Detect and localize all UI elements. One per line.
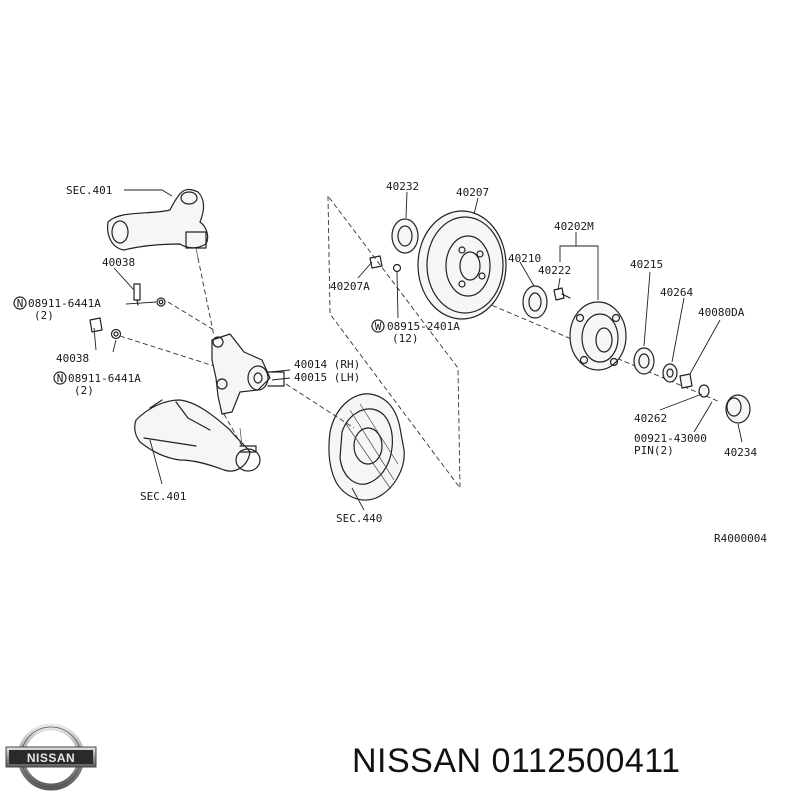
circle-w-text: W [375,320,382,333]
label-40015: 40015 (LH) [294,371,360,384]
upper-control-arm [107,188,209,259]
dust-shield [328,393,405,501]
leader-lines [93,189,743,511]
circled-n-bottom: N [53,371,67,385]
label-40264: 40264 [660,286,693,299]
axis-line-lower [119,335,215,367]
brake-rotor-40207 [417,210,507,320]
label-bolt-b: 08911-6441A [68,372,141,385]
label-40080da: 40080DA [698,306,745,319]
label-ref: R4000004 [714,532,767,545]
nissan-logo: NISSAN [5,723,97,791]
label-40038-b: 40038 [56,352,89,365]
circled-w: W [371,319,385,333]
label-qty-w: (12) [392,332,419,345]
label-40262: 40262 [634,412,667,425]
bearing-40215 [633,347,655,375]
axis-line-vertical [197,257,215,337]
label-sec440: SEC.440 [336,512,382,525]
axis-line-right [469,295,721,403]
stud-40222 [553,287,571,301]
label-pin-qty: PIN(2) [634,444,674,457]
label-40207: 40207 [456,186,489,199]
steering-knuckle [211,333,285,415]
grease-seal-40232 [391,218,419,254]
label-bolt-a: 08911-6441A [28,297,101,310]
label-sec401-top: SEC.401 [66,184,112,197]
axis-line-center [285,383,355,429]
bearing-40210 [522,285,548,319]
label-pin-no: 00921-43000 [634,432,707,445]
label-washer: 08915-2401A [387,320,460,333]
bolt-40207a [369,255,402,273]
upper-bolt-40038 [133,283,166,307]
label-40014: 40014 (RH) [294,358,360,371]
label-40207a: 40207A [330,280,370,293]
label-qty-a: (2) [34,309,54,322]
lock-40262 [698,384,710,398]
label-40202m: 40202M [554,220,594,233]
label-40210: 40210 [508,252,541,265]
nut-40080da [679,373,693,389]
label-40232: 40232 [386,180,419,193]
washer-40264 [662,363,678,383]
axis-line-upper [167,301,215,331]
circle-n-text: N [17,297,24,310]
label-sec401-bottom: SEC.401 [140,490,186,503]
label-40215: 40215 [630,258,663,271]
lower-bolt-40038 [89,317,122,340]
label-40222: 40222 [538,264,571,277]
grease-cap-40234 [725,394,751,424]
circle-n-text-2: N [57,372,64,385]
lower-control-arm [134,399,261,472]
axis-line-knuckle [223,413,243,447]
circled-n-top: N [13,296,27,310]
part-number-caption: NISSAN 0112500411 [352,742,681,780]
logo-text: NISSAN [27,751,75,765]
label-40234: 40234 [724,446,757,459]
label-qty-b: (2) [74,384,94,397]
label-40038-a: 40038 [102,256,135,269]
wheel-hub-40202m [569,301,627,371]
